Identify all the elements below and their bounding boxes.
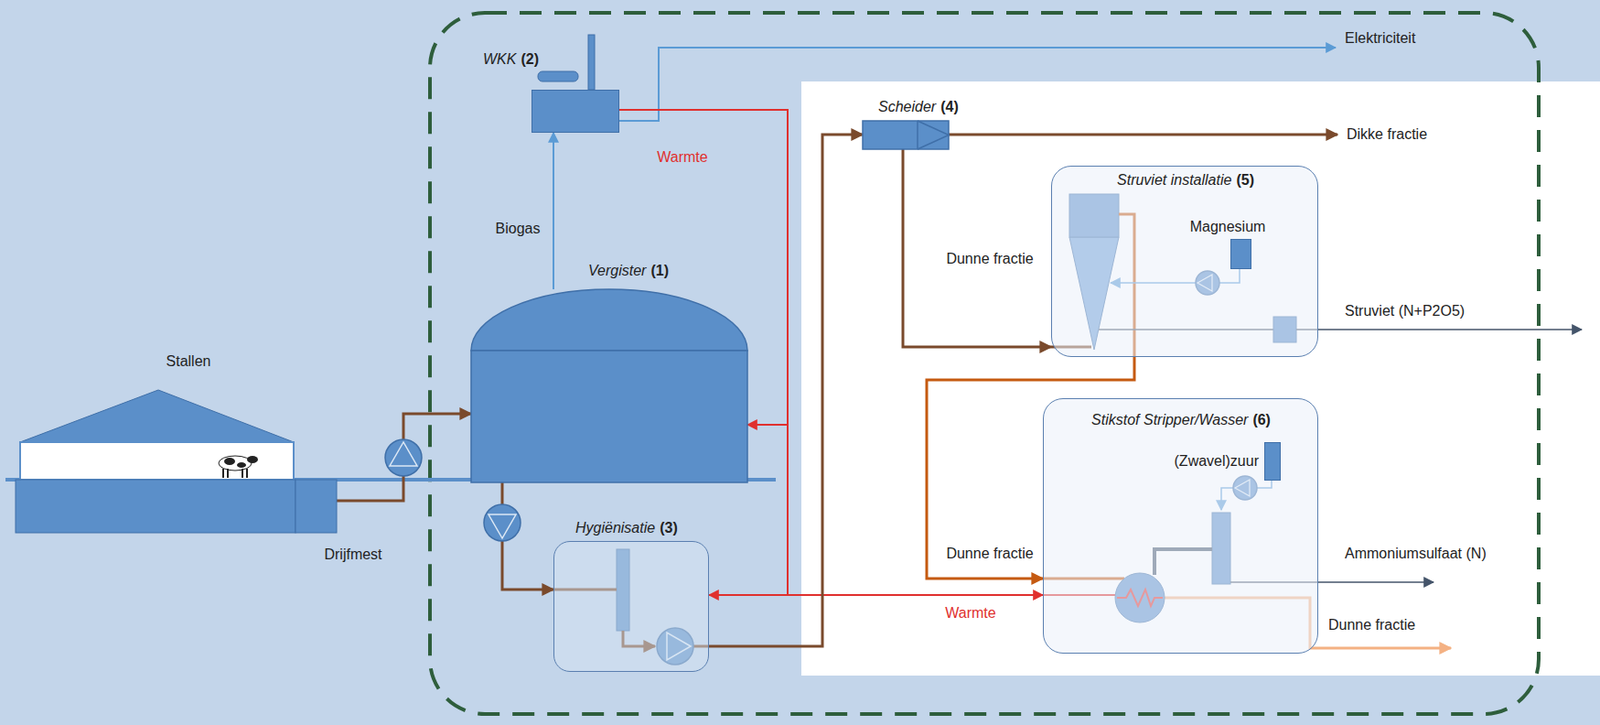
chimney — [588, 34, 595, 90]
system-boundary — [429, 12, 1539, 714]
pump-symbol — [483, 504, 521, 541]
flow-label: Warmte — [943, 603, 998, 623]
flow-label: Warmte — [655, 148, 709, 167]
node-name: Vergister — [588, 262, 646, 279]
output-label: Dunne fractie — [1328, 615, 1416, 634]
output-label: Dikke fractie — [1346, 125, 1428, 144]
callout-number: (5) — [1235, 171, 1255, 188]
digester-tank: Vergister(1) — [471, 289, 748, 483]
node-heading: Hygiënisatie(3) — [575, 518, 678, 537]
pump-symbol — [385, 439, 422, 476]
hygienisation-unit: Hygiënisatie(3) — [553, 540, 709, 672]
node-heading: Scheider(4) — [878, 97, 959, 117]
chp-unit: WKK(2) — [531, 89, 620, 133]
magnesium-tank: Magnesium — [1230, 238, 1252, 269]
flow-connector — [552, 132, 555, 290]
separator-shape — [862, 120, 949, 150]
callout-number: (2) — [520, 51, 539, 67]
node-heading: Struviet installatie(5) — [1116, 171, 1255, 190]
node-name: Struviet installatie — [1116, 171, 1232, 188]
exhaust — [537, 71, 579, 82]
flow-label: Dunne fractie — [944, 249, 1035, 269]
node-name: Magnesium — [1190, 218, 1267, 235]
callout-number: (6) — [1252, 411, 1271, 428]
node-heading: Magnesium — [1190, 217, 1267, 237]
flow-label: Dunne fractie — [944, 544, 1035, 563]
white-panel — [801, 81, 1600, 676]
node-heading: Stikstof Stripper/Wasser(6) — [1091, 410, 1271, 430]
node-heading: Vergister(1) — [588, 261, 669, 280]
node-name: Stallen — [166, 353, 212, 369]
callout-number: (4) — [940, 98, 959, 115]
struvite-output — [1296, 328, 1582, 331]
output-label: Struviet (N+P2O5) — [1344, 301, 1465, 321]
nitrogen-stripper: Stikstof Stripper/Wasser(6) (Zwavel)zuur — [1042, 397, 1319, 654]
digester-tank-shape — [471, 289, 748, 483]
output-label: Elektriciteit — [1344, 29, 1416, 48]
callout-number: (3) — [659, 519, 678, 536]
barn-building-shape — [15, 389, 337, 533]
struvite-installation: Struviet installatie(5) Magnesium — [1051, 165, 1319, 357]
node-name: Stikstof Stripper/Wasser — [1091, 411, 1248, 428]
node-heading: (Zwavel)zuur — [1174, 451, 1259, 471]
node-heading: WKK(2) — [483, 50, 539, 69]
separator: Scheider(4) — [862, 120, 949, 150]
output-label: Ammoniumsulfaat (N) — [1344, 544, 1487, 563]
thick-fraction-line — [948, 133, 1338, 137]
node-name: WKK — [483, 51, 516, 67]
acid-tank: (Zwavel)zuur — [1264, 441, 1281, 481]
node-name: (Zwavel)zuur — [1174, 452, 1259, 469]
barn-building: Stallen — [15, 389, 337, 533]
flow-label: Biogas — [493, 219, 543, 238]
flow-connector — [902, 149, 1052, 347]
node-name: Scheider — [878, 98, 936, 115]
callout-number: (1) — [650, 262, 669, 279]
node-name: Hygiënisatie — [575, 519, 656, 536]
flow-connector — [336, 413, 472, 501]
node-heading: Stallen — [166, 352, 212, 371]
flow-label: Drijfmest — [322, 545, 384, 564]
